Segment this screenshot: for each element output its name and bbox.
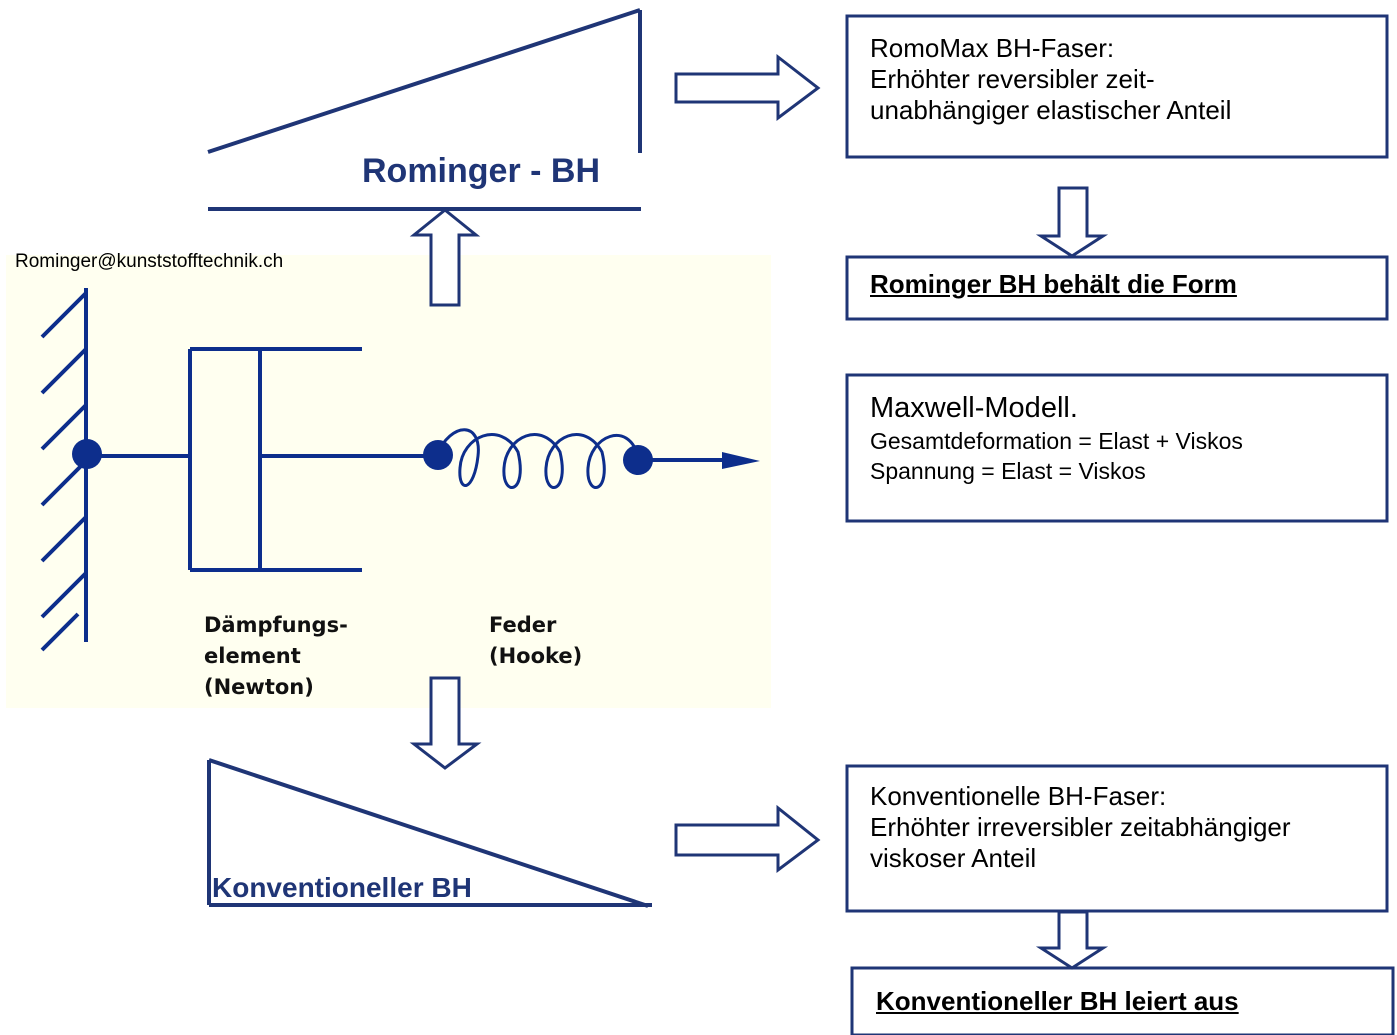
box-leiert-frame (850, 966, 1395, 1035)
box-form-frame (845, 255, 1389, 321)
damper-label-line3: (Newton) (204, 675, 314, 699)
arrow-right-bottom (674, 804, 821, 873)
konventionell-shape (207, 758, 652, 908)
wall-hatching (40, 291, 88, 652)
box-konv: Konventionelle BH-Faser: Erhöhter irreve… (870, 781, 1291, 874)
rominger-title: Rominger - BH (362, 152, 600, 190)
spring-right-node (623, 445, 653, 475)
damper-label: Dämpfungs- element (Newton) (204, 610, 348, 703)
maxwell-line1: Gesamtdeformation = Elast + Viskos (870, 428, 1243, 454)
wall-node (72, 439, 102, 469)
box-romomax-line2: Erhöhter reversibler zeit- (870, 64, 1155, 94)
maxwell-title: Maxwell-Modell. (870, 392, 1078, 424)
box-maxwell-frame (845, 373, 1389, 523)
email-address: Rominger@kunststofftechnik.ch (15, 251, 284, 272)
spring-label-line2: (Hooke) (489, 644, 583, 668)
box-romomax-frame (845, 14, 1389, 159)
spring-left-node (423, 440, 453, 470)
model-panel (6, 255, 771, 708)
box-konv-frame (845, 764, 1389, 913)
arrow-down-right-bottom (1035, 910, 1109, 970)
spring-label-line1: Feder (489, 613, 557, 637)
box-romomax: RomoMax BH-Faser: Erhöhter reversibler z… (870, 33, 1231, 126)
rominger-shape (207, 8, 642, 211)
arrow-down-right-top (1035, 186, 1109, 258)
box-form-text: Rominger BH behält die Form (870, 269, 1237, 299)
box-konv-line3: viskoser Anteil (870, 843, 1037, 873)
box-romomax-line3: unabhängiger elastischer Anteil (870, 95, 1232, 125)
maxwell-line2: Spannung = Elast = Viskos (870, 458, 1146, 484)
damper-label-line2: element (204, 644, 301, 668)
spring-label: Feder (Hooke) (489, 610, 582, 672)
box-leiert-text: Konventioneller BH leiert aus (876, 986, 1239, 1016)
damper-label-line1: Dämpfungs- (204, 613, 348, 637)
arrow-up-left (409, 208, 481, 307)
box-romomax-line1: RomoMax BH-Faser: (870, 33, 1115, 63)
box-konv-line1: Konventionelle BH-Faser: (870, 781, 1167, 811)
spring-coil (434, 428, 640, 489)
box-konv-line2: Erhöhter irreversibler zeitabhängiger (870, 812, 1291, 842)
pull-arrowhead (722, 452, 760, 469)
konventionell-title: Konventioneller BH (212, 872, 472, 903)
damper (188, 347, 436, 572)
arrow-right-top (674, 53, 821, 121)
arrow-down-left (409, 676, 482, 770)
maxwell-model-drawing (40, 288, 730, 652)
box-maxwell: Maxwell-Modell. Gesamtdeformation = Elas… (870, 390, 1243, 486)
